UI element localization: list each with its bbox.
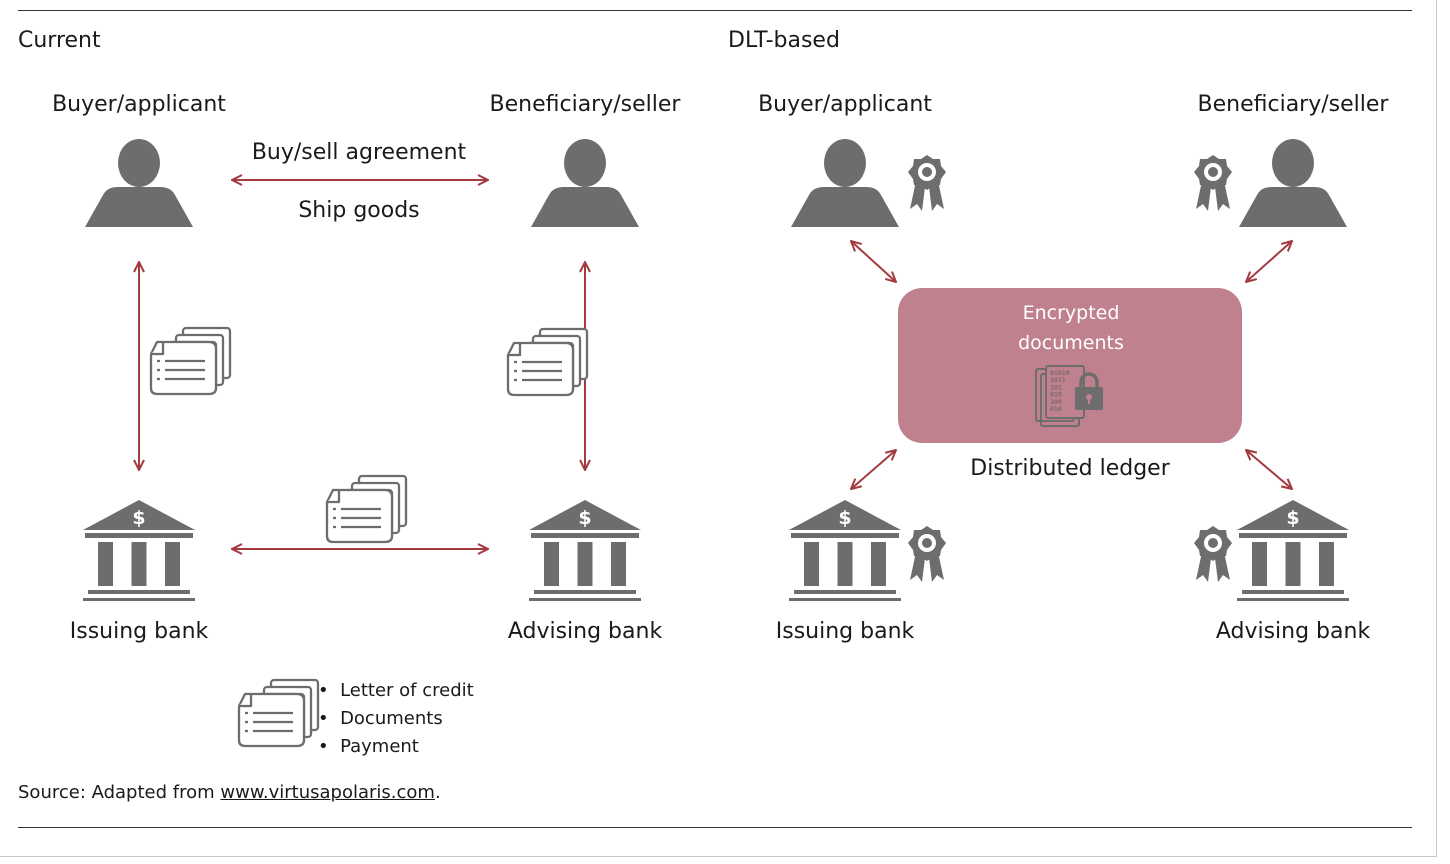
distributed-ledger-label: Distributed ledger [970, 456, 1170, 481]
dlt-buyer-icon [791, 139, 899, 227]
binary-digit-line: 100 [1050, 398, 1062, 406]
document-stack-icon [506, 327, 589, 397]
current-issuing-bank-icon [83, 500, 195, 601]
binary-digit-line: 01010 [1050, 369, 1070, 377]
dlt-seller-label: Beneficiary/seller [1197, 92, 1389, 117]
legend-item-letter-of-credit: • Letter of credit [318, 680, 474, 701]
dlt-buyer-award-icon [908, 155, 946, 211]
source-link[interactable]: www.virtusapolaris.com [220, 782, 435, 803]
agreement-label: Buy/sell agreement [251, 140, 467, 165]
current-advising-label: Advising bank [507, 619, 663, 644]
document-stack-icon [149, 326, 232, 396]
binary-digit-line: 010 [1050, 391, 1062, 399]
current-buyer-icon [85, 139, 193, 227]
dlt-issuing-bank-icon [789, 500, 901, 601]
dlt-buyer-label: Buyer/applicant [758, 92, 932, 117]
bottom-rule [18, 827, 1412, 828]
dlt-advising-award-icon [1194, 526, 1232, 582]
dlt-advising-bank-icon [1237, 500, 1349, 601]
ledger-box-line1: Encrypted [1022, 302, 1120, 324]
binary-digit-line: 010 [1050, 405, 1062, 413]
dlt-advising-label: Advising bank [1215, 619, 1371, 644]
current-issuing-label: Issuing bank [69, 619, 209, 644]
dlt-buyer-ledger-arrow [851, 241, 896, 282]
ledger-box-line2: documents [1018, 332, 1124, 354]
dlt-seller-award-icon [1194, 155, 1232, 211]
dlt-issuing-label: Issuing bank [775, 619, 915, 644]
top-rule [18, 10, 1412, 11]
dlt-seller-ledger-arrow [1246, 241, 1292, 282]
dlt-seller-icon [1239, 139, 1347, 227]
legend-item-documents: • Documents [318, 708, 443, 729]
current-buyer-label: Buyer/applicant [52, 92, 226, 117]
ship-goods-label: Ship goods [298, 198, 420, 223]
current-advising-bank-icon [529, 500, 641, 601]
dlt-issuing-ledger-arrow [851, 450, 896, 489]
legend-document-stack-icon [237, 678, 320, 748]
current-section-title: Current [18, 28, 101, 53]
current-seller-icon [531, 139, 639, 227]
binary-digit-line: 101 [1050, 383, 1062, 391]
current-seller-label: Beneficiary/seller [489, 92, 681, 117]
source-note: Source: Adapted from www.virtusapolaris.… [18, 782, 441, 803]
dlt-issuing-award-icon [908, 526, 946, 582]
dlt-section-title: DLT-based [728, 28, 840, 53]
ledger-box-text: Encrypted documents [900, 298, 1242, 358]
legend-item-payment: • Payment [318, 736, 419, 757]
dlt-advising-ledger-arrow [1246, 450, 1292, 489]
binary-digit-line: 1011 [1050, 376, 1066, 384]
document-stack-icon [325, 474, 408, 544]
